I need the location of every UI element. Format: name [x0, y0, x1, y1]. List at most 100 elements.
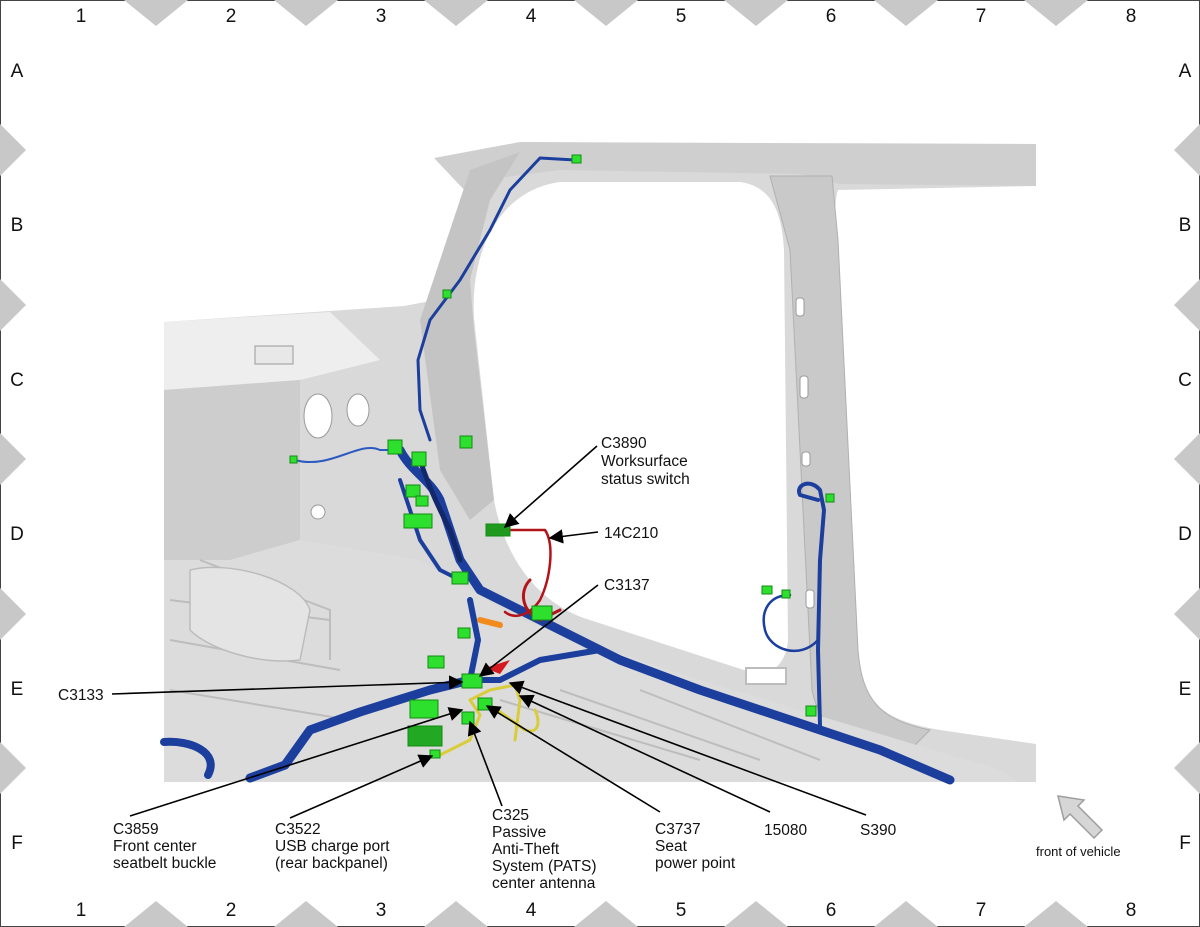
leader-lines — [111, 445, 867, 819]
callout-14c210: 14C210 — [604, 525, 659, 542]
connector — [411, 451, 427, 467]
front-of-vehicle-label: front of vehicle — [1036, 844, 1121, 859]
leader-c3133 — [111, 675, 464, 695]
row-label-right: C — [1178, 370, 1192, 391]
callout-c3859: C3859 Front center seatbelt buckle — [113, 821, 216, 872]
grid-marker — [574, 0, 638, 26]
leader-s390 — [508, 680, 867, 816]
left-wall-panel — [164, 380, 300, 560]
grid-column-labels-top: 1 2 3 4 5 6 7 8 — [76, 6, 1137, 27]
col-label-bottom: 3 — [376, 900, 387, 921]
down-branch — [398, 478, 462, 582]
grid-marker — [1174, 588, 1200, 640]
connector — [427, 655, 445, 669]
grid-marker — [424, 0, 488, 26]
col-label-top: 2 — [226, 6, 237, 27]
col-label-bottom: 2 — [226, 900, 237, 921]
floor-recess — [189, 566, 311, 662]
connector-c3133 — [461, 673, 483, 689]
grid-marker — [0, 433, 26, 485]
col-label-top: 6 — [826, 6, 837, 27]
grid-marker — [0, 124, 26, 176]
connector — [457, 627, 471, 639]
grid-marker — [1174, 433, 1200, 485]
col-label-bottom: 4 — [526, 900, 537, 921]
grid-marker — [574, 901, 638, 927]
col-label-top: 4 — [526, 6, 537, 27]
grid-marker — [124, 901, 188, 927]
grid-marker — [424, 901, 488, 927]
grid-marker — [274, 901, 338, 927]
connector-block — [407, 725, 443, 747]
leader-c3522 — [289, 754, 434, 819]
wall-hole — [310, 504, 326, 520]
grid-markers-bottom — [124, 901, 1088, 927]
grid-marker — [724, 901, 788, 927]
a-pillar-wire — [416, 156, 577, 442]
leader-c3737 — [485, 705, 661, 813]
rear-door-opening — [835, 186, 1036, 744]
connector — [289, 455, 298, 464]
b-pillar-loop — [762, 593, 820, 652]
grid-marker — [1174, 742, 1200, 794]
grid-marker — [724, 0, 788, 26]
callout-c3522: C3522 USB charge port (rear backpanel) — [275, 821, 394, 872]
callout-c3890: C3890 Worksurface status switch — [601, 435, 692, 488]
connector — [805, 705, 817, 717]
grid-marker — [1174, 124, 1200, 176]
connector-c3137 — [531, 605, 553, 621]
grid-markers-right — [1174, 124, 1200, 794]
center-branch — [467, 597, 623, 683]
connector — [781, 589, 791, 599]
grid-marker — [1024, 0, 1088, 26]
col-label-bottom: 6 — [826, 900, 837, 921]
row-label-left: C — [10, 370, 24, 391]
front-arrow-icon — [1056, 795, 1104, 840]
col-label-bottom: 1 — [76, 900, 87, 921]
grid-marker — [1024, 901, 1088, 927]
connector — [571, 154, 582, 164]
connector — [825, 493, 835, 503]
col-label-top: 7 — [976, 6, 987, 27]
row-label-right: A — [1179, 61, 1192, 82]
b-pillar-wire — [797, 481, 826, 727]
col-label-bottom: 8 — [1126, 900, 1137, 921]
wiring-harness — [160, 156, 955, 785]
row-label-left: E — [11, 679, 24, 700]
grid-marker — [0, 588, 26, 640]
col-label-bottom: 5 — [676, 900, 687, 921]
connector — [451, 571, 469, 585]
callout-15080: 15080 — [764, 822, 807, 839]
col-label-bottom: 7 — [976, 900, 987, 921]
leader-c3137 — [478, 584, 599, 677]
lower-trunk — [245, 675, 475, 783]
col-label-top: 5 — [676, 6, 687, 27]
grid-markers-left — [0, 124, 26, 794]
leader-c3890 — [503, 445, 598, 528]
col-label-top: 3 — [376, 6, 387, 27]
row-label-left: D — [10, 524, 24, 545]
connector — [442, 289, 452, 299]
grid-marker — [124, 0, 188, 26]
grid-marker — [0, 742, 26, 794]
grid-markers-top — [124, 0, 1088, 26]
col-label-top: 8 — [1126, 6, 1137, 27]
connector-c325 — [461, 711, 475, 725]
wall-hole — [303, 393, 333, 439]
connector-c3522 — [429, 749, 441, 759]
connector — [387, 439, 403, 455]
col-label-top: 1 — [76, 6, 87, 27]
a-pillar — [420, 152, 520, 520]
grid-row-labels-left: A B C D E F — [10, 61, 24, 854]
orange-stub — [477, 617, 503, 628]
row-label-left: B — [11, 215, 24, 236]
row-label-right: F — [1179, 833, 1191, 854]
roof-rail — [434, 142, 1036, 196]
left-stub — [160, 737, 215, 779]
row-label-right: D — [1178, 524, 1192, 545]
connector-c3859 — [409, 699, 439, 719]
connector — [761, 585, 773, 595]
trunk-branch — [417, 457, 463, 563]
row-label-right: E — [1179, 679, 1192, 700]
